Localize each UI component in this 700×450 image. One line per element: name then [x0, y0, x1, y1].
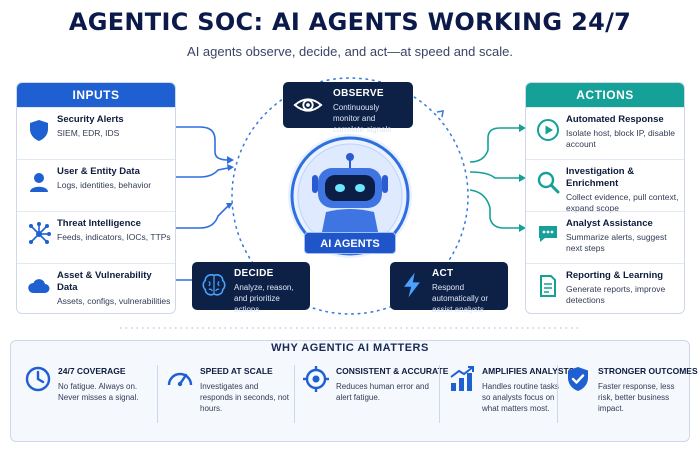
act-title: ACT	[432, 268, 454, 279]
input-item-security-alerts: Security Alerts SIEM, EDR, IDS	[17, 107, 175, 159]
action-title: Reporting & Learning	[566, 270, 664, 281]
action-title: Investigation & Enrichment	[566, 166, 635, 189]
input-desc: SIEM, EDR, IDS	[57, 128, 120, 138]
cloud-icon	[28, 279, 50, 293]
clock-icon	[25, 366, 51, 392]
why-desc: No fatigue. Always on. Never misses a si…	[58, 382, 139, 402]
speedometer-icon	[167, 372, 193, 387]
input-title: Asset & Vulnerability Data	[57, 270, 152, 293]
output-arrowheads	[519, 124, 526, 232]
magnifier-icon	[537, 171, 560, 194]
action-item-automated-response: Automated Response Isolate host, block I…	[526, 107, 684, 159]
action-desc: Summarize alerts, suggest next steps	[566, 232, 667, 253]
input-desc: Feeds, indicators, IOCs, TTPs	[57, 232, 171, 242]
action-item-analyst-assist: Analyst Assistance Summarize alerts, sug…	[526, 211, 684, 263]
action-desc: Isolate host, block IP, disable account	[566, 128, 675, 149]
why-heading: WHY AGENTIC AI MATTERS	[271, 342, 429, 354]
why-section	[10, 340, 690, 442]
action-desc: Generate reports, improve detections	[566, 284, 666, 305]
why-item-coverage: 24/7 COVERAGE No fatigue. Always on. Nev…	[24, 363, 148, 433]
why-separator	[439, 365, 440, 423]
target-icon	[303, 366, 329, 392]
action-item-investigation: Investigation & Enrichment Collect evide…	[526, 159, 684, 213]
chart-up-icon	[450, 366, 474, 391]
input-title: User & Entity Data	[57, 166, 140, 177]
action-title: Automated Response	[566, 114, 664, 125]
observe-title: OBSERVE	[333, 88, 384, 99]
why-title: SPEED AT SCALE	[200, 366, 273, 376]
actions-panel: ACTIONS Automated Response Isolate host,…	[525, 82, 685, 314]
output-arrows	[469, 127, 520, 229]
report-icon	[540, 275, 556, 297]
observe-desc: Continuously monitor and correlate signa…	[333, 103, 392, 134]
why-desc: Handles routine tasks so analysts focus …	[482, 382, 559, 413]
dotted-ring	[231, 77, 469, 315]
why-item-speed: SPEED AT SCALE Investigates and responds…	[166, 363, 290, 433]
decide-title: DECIDE	[234, 268, 274, 279]
lightning-icon	[404, 272, 420, 298]
act-node: ACT Respond automatically or assist anal…	[390, 262, 508, 314]
why-separator	[157, 365, 158, 423]
why-item-consistent: CONSISTENT & ACCURATE Reduces human erro…	[302, 363, 448, 433]
input-title: Security Alerts	[57, 114, 124, 125]
shield-check-icon	[568, 367, 588, 391]
why-separator	[557, 365, 558, 423]
why-title: STRONGER OUTCOMES	[598, 366, 698, 376]
why-item-outcomes: STRONGER OUTCOMES Faster response, less …	[564, 363, 698, 433]
chat-icon	[539, 226, 557, 242]
why-title: 24/7 COVERAGE	[58, 366, 126, 376]
input-item-asset-vuln: Asset & Vulnerability Data Assets, confi…	[17, 263, 175, 313]
why-desc: Reduces human error and alert fatigue.	[336, 382, 429, 402]
observe-node: OBSERVE Continuously monitor and correla…	[283, 82, 413, 134]
input-arrowheads	[226, 156, 234, 209]
ai-agents-label: AI AGENTS	[304, 232, 396, 254]
ring-arrow	[436, 110, 444, 118]
act-desc: Respond automatically or assist analysts	[432, 283, 489, 314]
shield-icon	[30, 120, 48, 141]
why-separator	[294, 365, 295, 423]
why-title: AMPLIFIES ANALYSTS	[482, 366, 575, 376]
network-icon	[29, 222, 51, 244]
input-item-user-entity: User & Entity Data Logs, identities, beh…	[17, 159, 175, 211]
why-title: CONSISTENT & ACCURATE	[336, 366, 449, 376]
input-desc: Logs, identities, behavior	[57, 180, 152, 190]
input-desc: Assets, configs, vulnerabilities	[57, 296, 171, 306]
center-ring	[290, 136, 410, 256]
actions-heading: ACTIONS	[526, 83, 684, 107]
page-title: AGENTIC SOC: AI AGENTS WORKING 24/7	[68, 8, 632, 36]
action-desc: Collect evidence, pull context, expand s…	[566, 192, 679, 213]
why-item-amplifies: AMPLIFIES ANALYSTS Handles routine tasks…	[448, 363, 574, 433]
inputs-panel: INPUTS Security Alerts SIEM, EDR, IDS Us…	[16, 82, 176, 314]
why-desc: Investigates and responds in seconds, no…	[200, 382, 289, 413]
robot-icon	[312, 153, 388, 232]
eye-icon	[293, 98, 323, 112]
input-title: Threat Intelligence	[57, 218, 141, 229]
page-subtitle: AI agents observe, decide, and act—at sp…	[187, 44, 513, 59]
user-icon	[30, 173, 48, 192]
action-item-reporting: Reporting & Learning Generate reports, i…	[526, 263, 684, 313]
decide-desc: Analyze, reason, and prioritize actions	[234, 283, 294, 314]
inputs-heading: INPUTS	[17, 83, 175, 107]
play-icon	[537, 119, 559, 141]
brain-icon	[202, 274, 226, 296]
input-item-threat-intel: Threat Intelligence Feeds, indicators, I…	[17, 211, 175, 263]
decide-node: DECIDE Analyze, reason, and prioritize a…	[192, 262, 310, 314]
why-desc: Faster response, less risk, better busin…	[598, 382, 675, 413]
action-title: Analyst Assistance	[566, 218, 653, 229]
